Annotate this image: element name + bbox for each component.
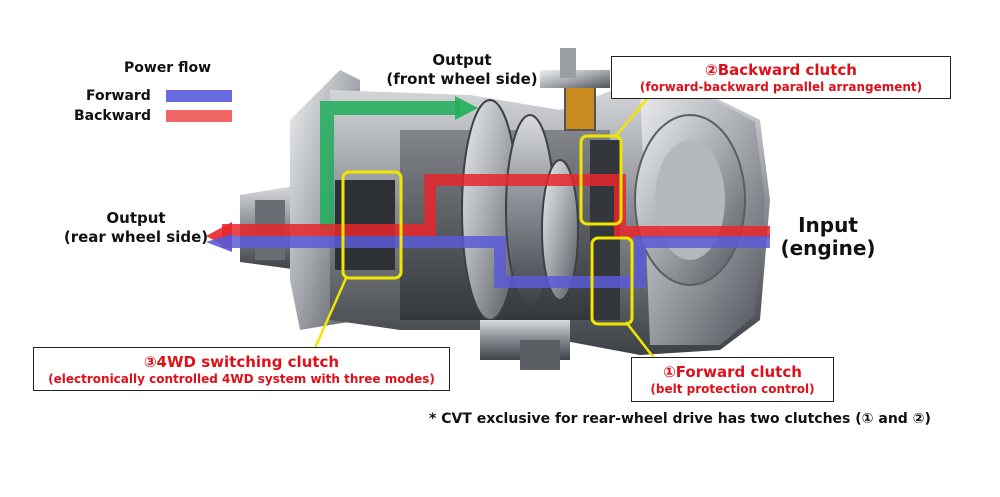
legend-forward-swatch: [166, 90, 232, 102]
legend-backward-swatch: [166, 110, 232, 122]
backward-clutch-callout: ②Backward clutch (forward-backward paral…: [611, 56, 951, 99]
output-front-label: Output (front wheel side): [382, 51, 542, 89]
forward-clutch-highlight: [590, 236, 634, 326]
backward-clutch-highlight: [579, 134, 623, 226]
fourwd-clutch-subtitle: (electronically controlled 4WD system wi…: [48, 372, 435, 386]
power-flow-paths: [206, 96, 770, 288]
backward-clutch-title: ②Backward clutch: [705, 61, 857, 79]
legend-backward-label: Backward: [74, 108, 152, 124]
clutch-highlights: [313, 98, 655, 359]
output-front-line2: (front wheel side): [386, 70, 538, 88]
input-label: Input (engine): [778, 214, 878, 260]
fourwd-clutch-title: ③4WD switching clutch: [143, 353, 340, 371]
legend-forward-label: Forward: [86, 88, 151, 104]
output-rear-line1: Output: [106, 209, 166, 227]
fourwd-clutch-callout: ③4WD switching clutch (electronically co…: [33, 347, 450, 391]
output-front-line1: Output: [432, 51, 492, 69]
footnote: * CVT exclusive for rear-wheel drive has…: [429, 411, 931, 427]
backward-clutch-subtitle: (forward-backward parallel arrangement): [639, 80, 923, 94]
input-line2: (engine): [780, 236, 876, 260]
forward-clutch-subtitle: (belt protection control): [650, 382, 815, 396]
output-rear-label: Output (rear wheel side): [50, 209, 222, 247]
legend-title: Power flow: [124, 60, 212, 76]
output-rear-line2: (rear wheel side): [63, 228, 209, 246]
fourwd-clutch-highlight: [341, 170, 403, 280]
forward-clutch-callout: ①Forward clutch (belt protection control…: [631, 357, 834, 402]
forward-clutch-title: ①Forward clutch: [663, 363, 802, 381]
input-line1: Input: [798, 213, 858, 237]
